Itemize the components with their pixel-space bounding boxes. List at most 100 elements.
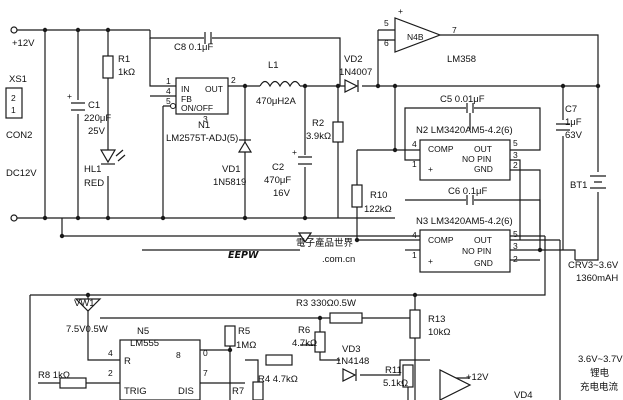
n2-p4: 4: [412, 139, 417, 149]
r5-resistor: [224, 325, 236, 347]
c2-value: 470μF: [264, 175, 291, 186]
n1-p2: 2: [231, 75, 236, 85]
junction: [392, 147, 398, 153]
vd2-name: VD2: [344, 54, 362, 65]
bt1-spec-voltage: CRV3~3.6V: [568, 260, 619, 271]
n2-out: OUT: [474, 144, 492, 154]
n4b-p6: 6: [384, 38, 389, 48]
junction: [242, 83, 248, 89]
c2-voltage: 16V: [273, 188, 291, 199]
vin-label: +12V: [12, 38, 35, 49]
n5-p2: 2: [108, 368, 113, 378]
junction: [412, 292, 418, 298]
n5-timer-ic: [119, 339, 201, 400]
vd1-name: VD1: [222, 164, 240, 175]
xs1-connector: [5, 87, 23, 119]
junction: [75, 27, 81, 33]
vd2-part: 1N4007: [339, 67, 372, 78]
l1-value: 470μH2A: [256, 96, 296, 107]
junction: [42, 215, 48, 221]
r10-value: 122kΩ: [364, 204, 392, 215]
n5-pin-trig: TRIG: [124, 386, 147, 397]
n4b-opamp: [394, 17, 442, 53]
n3-label: N3 LM3420AM5-4.2(6): [416, 216, 513, 227]
junction: [560, 83, 566, 89]
n3-p3: 3: [513, 241, 518, 251]
n5-pin-dis: DIS: [178, 386, 194, 397]
n3-plus: +: [428, 256, 433, 266]
n1-p1: 1: [166, 76, 171, 86]
vw1-name: VW1: [74, 298, 95, 309]
vin-terminal: [10, 26, 18, 34]
c1-voltage: 25V: [88, 126, 106, 137]
hl1-led: [99, 149, 126, 165]
r5-value: 1MΩ: [236, 340, 256, 351]
r2-value: 3.9kΩ: [306, 131, 331, 142]
n2-gnd: GND: [474, 164, 493, 174]
junction: [85, 292, 91, 298]
r7-resistor: [252, 381, 264, 400]
plus12v-lower: +12V: [466, 372, 489, 383]
junction: [42, 27, 48, 33]
ground-arrow: [297, 232, 313, 244]
r4-label: R4 4.7kΩ: [258, 374, 298, 385]
vw1-zener: [74, 298, 102, 312]
xs1-pin1: 1: [11, 105, 16, 115]
r6-value: 4.7kΩ: [292, 338, 317, 349]
c1-capacitor: +: [67, 91, 86, 114]
n1-pin-out: OUT: [205, 84, 223, 94]
n5-pin-r: R: [124, 356, 131, 367]
r6-resistor: [314, 331, 326, 353]
junctions: [42, 27, 601, 378]
vd3-part: 1N4148: [336, 356, 369, 367]
n1-p3: 3: [203, 114, 208, 124]
n3-comp: COMP: [428, 235, 454, 245]
c7-capacitor: [555, 122, 571, 132]
l1-inductor: [259, 80, 301, 88]
n5-name: N5: [137, 326, 149, 337]
r11-value: 5.1kΩ: [383, 378, 408, 389]
r11-name: R11: [385, 365, 402, 376]
wire-vd3: [360, 359, 430, 376]
vd1-diode: [237, 139, 253, 153]
n1-pin-in: IN: [181, 84, 190, 94]
r8-resistor: [59, 377, 87, 389]
junction: [59, 233, 65, 239]
junction: [242, 215, 248, 221]
junction: [105, 215, 111, 221]
junction: [375, 83, 381, 89]
bt1-battery: [590, 172, 606, 192]
wire-n4b-out: [440, 34, 599, 86]
n2-plus: +: [428, 164, 433, 174]
r3-label: R3 330Ω0.5W: [296, 298, 356, 309]
n2-p2: 2: [513, 160, 518, 170]
junction: [302, 215, 308, 221]
junction: [354, 237, 360, 243]
junction: [302, 83, 308, 89]
n1-onoff-bubble: [170, 103, 176, 109]
n3-p1: 1: [412, 250, 417, 260]
r6-name: R6: [298, 325, 310, 336]
n2-p1: 1: [412, 159, 417, 169]
lower-opamp: [439, 369, 472, 400]
labels: +12V XS1 2 1 CON2 DC12V C1 220μF 25V HL1…: [6, 6, 623, 400]
hl1-color: RED: [84, 178, 104, 189]
r1-name: R1: [118, 54, 130, 65]
r10-name: R10: [370, 190, 387, 201]
n4b-p5: 5: [384, 18, 389, 28]
c5-label: C5 0.01μF: [440, 94, 485, 105]
r2-resistor: [332, 121, 344, 143]
c8-label: C8 0.1μF: [174, 42, 213, 53]
junction: [75, 215, 81, 221]
wire-c6: [405, 199, 541, 230]
vd2-diode: [344, 79, 359, 93]
c7-name: C7: [565, 104, 577, 115]
n1-name: N1: [198, 120, 210, 131]
n4b-name: N4B: [407, 32, 424, 42]
n3-out: OUT: [474, 235, 492, 245]
wire-n1-onoff: [162, 105, 176, 218]
vd4-label: VD4: [514, 390, 532, 400]
vd3-diode: [342, 368, 357, 382]
n2-comp: COMP: [428, 144, 454, 154]
